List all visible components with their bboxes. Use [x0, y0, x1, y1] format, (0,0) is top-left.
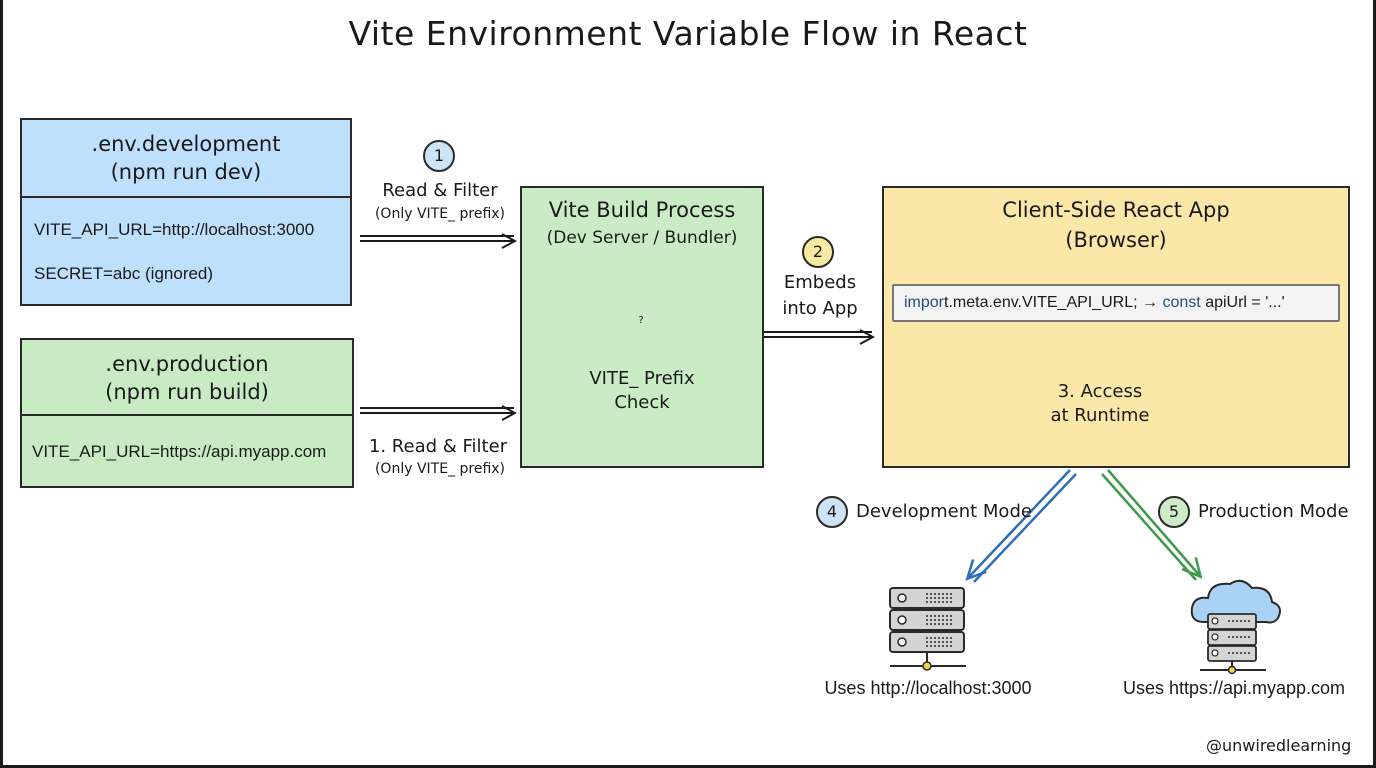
- step-5-badge: 5: [1158, 496, 1190, 528]
- vite-build-box: Vite Build Process (Dev Server / Bundler…: [520, 186, 764, 468]
- access-runtime-line1: 3. Access: [1057, 381, 1143, 402]
- access-runtime-line2: at Runtime: [1050, 405, 1150, 426]
- prefix-check-line2: Check: [614, 392, 670, 413]
- client-app-subtitle: (Browser): [1065, 228, 1167, 252]
- author-credit: @unwiredlearning: [1206, 736, 1352, 755]
- client-app-title: Client-Side React App: [1002, 198, 1230, 222]
- code-meta-env: t.meta.env.VITE_API_URL;: [944, 294, 1138, 311]
- step-1-sublabel: (Only VITE_ prefix): [374, 206, 506, 222]
- dev-env-box: .env.development (npm run dev) VITE_API_…: [20, 118, 352, 306]
- dev-env-var-api: VITE_API_URL=http://localhost:3000: [34, 220, 315, 239]
- dev-env-name: .env.development: [91, 132, 281, 156]
- code-snippet: import.meta.env.VITE_API_URL; → const ap…: [892, 284, 1340, 322]
- prod-env-divider: [22, 414, 352, 416]
- prod-env-box: .env.production (npm run build) VITE_API…: [20, 338, 354, 488]
- step-1-label: Read & Filter: [382, 180, 498, 201]
- prod-env-header: .env.production (npm run build): [22, 340, 352, 406]
- dev-env-var-secret: SECRET=abc (ignored): [34, 264, 214, 283]
- dev-env-command: (npm run dev): [110, 160, 262, 184]
- step-2-line2: into App: [782, 298, 858, 319]
- code-keyword-import: impor: [904, 294, 945, 311]
- code-keyword-const: const: [1162, 294, 1201, 311]
- dev-env-header: .env.development (npm run dev): [22, 120, 350, 186]
- gate-lock-glyph: ?: [638, 315, 644, 326]
- step-2-badge: 2: [802, 236, 834, 268]
- arrow-dev-to-build: [360, 236, 514, 241]
- dev-mode-caption: Uses http://localhost:3000: [824, 678, 1032, 698]
- arrow-prod-to-build: [360, 408, 514, 413]
- cloud-server-icon: [1190, 579, 1281, 675]
- step-1b-sublabel: (Only VITE_ prefix): [374, 461, 506, 477]
- dev-mode-label: Development Mode: [856, 501, 1032, 522]
- arrow-build-to-client: [764, 332, 872, 337]
- server-icon: [889, 587, 966, 671]
- prefix-check-line1: VITE_ Prefix: [589, 368, 695, 389]
- client-app-box: Client-Side React App (Browser): [882, 186, 1350, 468]
- diagram-title: Vite Environment Variable Flow in React: [348, 14, 1028, 53]
- prod-env-command: (npm run build): [105, 380, 269, 404]
- prod-mode-label: Production Mode: [1198, 501, 1349, 522]
- arrow-client-to-dev-server: [965, 469, 1077, 583]
- code-assignment: apiUrl = '...': [1205, 294, 1285, 311]
- arrow-client-to-prod-server: [1101, 469, 1203, 581]
- step-1b-label: 1. Read & Filter: [368, 436, 508, 457]
- prod-mode-caption: Uses https://api.myapp.com: [1122, 678, 1346, 698]
- step-2-line1: Embeds: [783, 272, 857, 293]
- code-arrow-glyph: →: [1142, 294, 1159, 311]
- step-1-badge: 1: [423, 140, 455, 172]
- prod-env-name: .env.production: [105, 352, 269, 376]
- prod-env-var-api: VITE_API_URL=https://api.myapp.com: [32, 442, 327, 461]
- vite-build-title: Vite Build Process: [548, 198, 736, 222]
- step-4-badge: 4: [816, 496, 848, 528]
- vite-build-subtitle: (Dev Server / Bundler): [546, 228, 738, 248]
- dev-env-divider: [22, 196, 350, 198]
